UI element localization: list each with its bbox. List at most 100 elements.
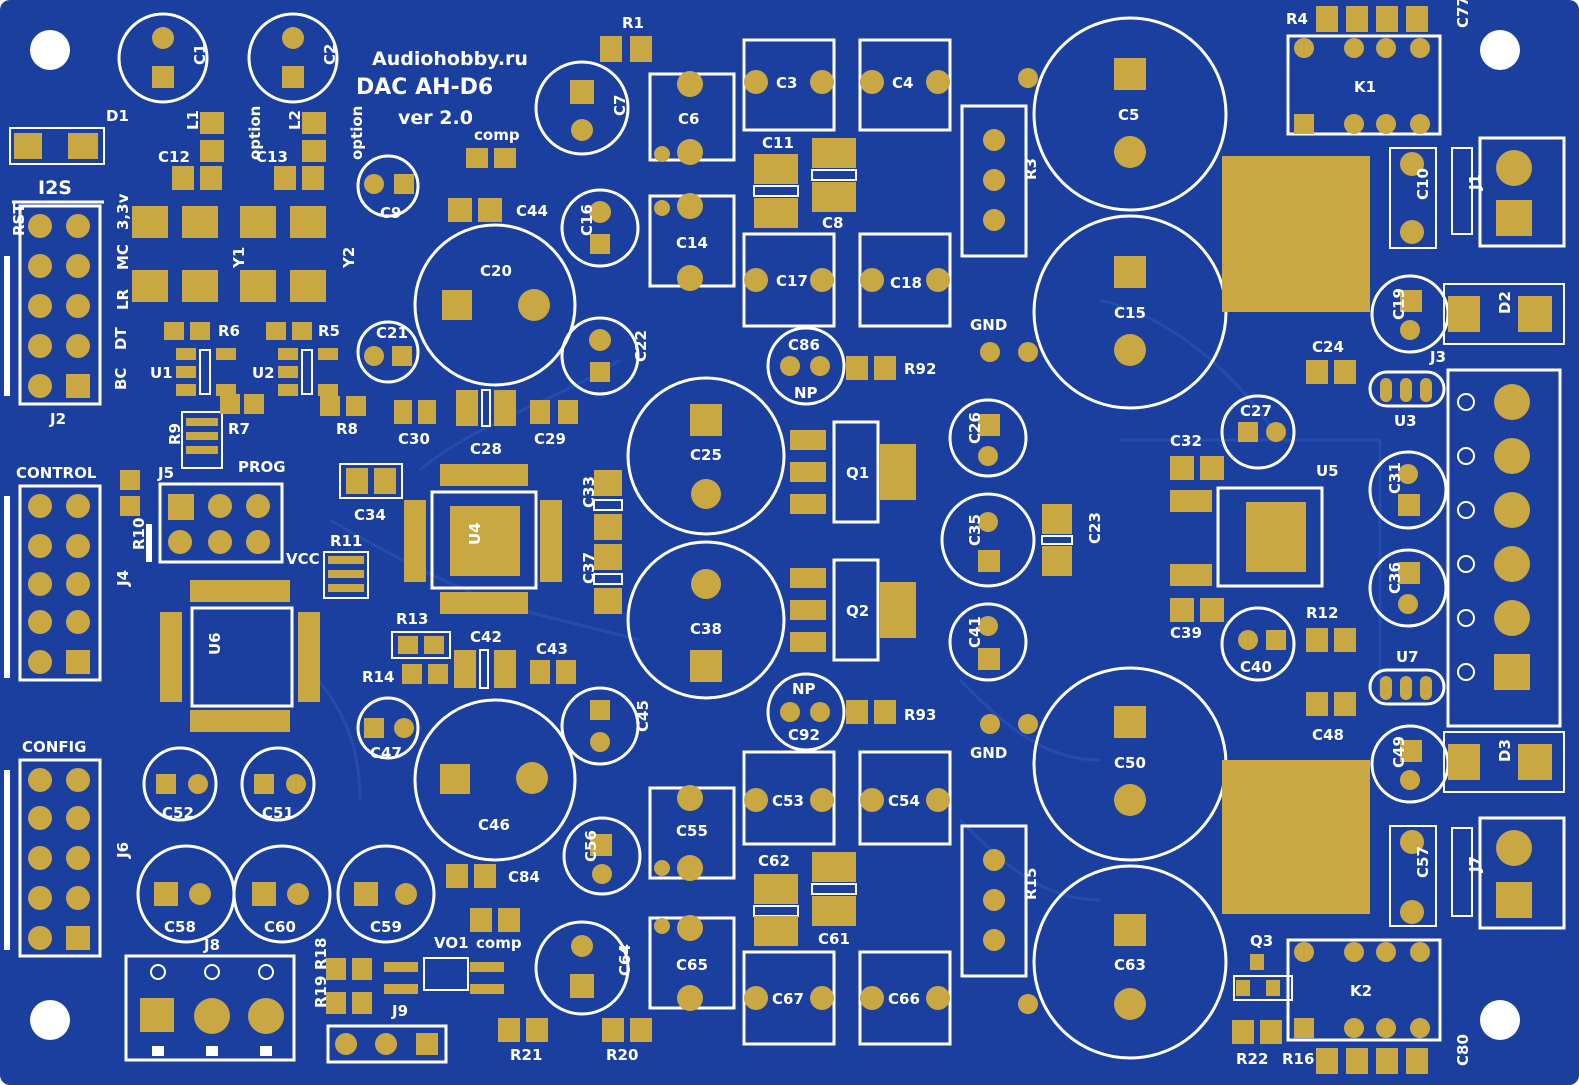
label-r18: R18 [312, 938, 330, 970]
pin-mc: MC [114, 244, 132, 270]
capacitor-c27: C27 [1220, 394, 1296, 470]
capacitor-c54: C54 [858, 750, 952, 846]
label-r19: R19 [312, 976, 330, 1008]
capacitor-c38: C38 [626, 540, 786, 700]
label-r3: R3 [1022, 158, 1040, 180]
mounting-hole-tr [1480, 30, 1520, 70]
label-j5: J5 [157, 464, 174, 482]
label-c59: C59 [370, 918, 402, 936]
capacitor-c86: C86 NP [766, 326, 846, 406]
capacitor-c9: C9 [356, 154, 420, 222]
label-c80: C80 [1454, 1034, 1472, 1066]
label-c54: C54 [888, 792, 920, 810]
ic-u4: U4 [404, 464, 562, 614]
capacitor-c31: C31 [1368, 450, 1448, 530]
label-r13: R13 [396, 610, 428, 628]
label-c66: C66 [888, 990, 920, 1008]
label-c63: C63 [1114, 956, 1146, 974]
capacitor-c19: C19 [1370, 274, 1450, 354]
label-c43: C43 [536, 640, 568, 658]
label-c29: C29 [534, 430, 566, 448]
capacitor-c17: C17 [742, 232, 836, 328]
label-y1: Y1 [230, 247, 248, 269]
label-r92: R92 [904, 360, 936, 378]
label-c58: C58 [164, 918, 196, 936]
label-q2: Q2 [846, 602, 869, 620]
label-j2: J2 [49, 410, 66, 428]
terminal-j3 [1446, 368, 1562, 728]
capacitor-c20: C20 [413, 223, 577, 387]
capacitor-c63: C63 [1032, 864, 1228, 1060]
label-j7: J7 [1466, 856, 1484, 873]
label-c45: C45 [634, 700, 652, 732]
board-brand: Audiohobby.ru [372, 48, 528, 70]
diode-d3: D3 [1443, 731, 1565, 793]
mounting-hole-br [1480, 1000, 1520, 1040]
label-r8: R8 [336, 420, 358, 438]
label-r15: R15 [1022, 868, 1040, 900]
label-d2: D2 [1496, 291, 1514, 314]
relay-k2: K2 [1286, 938, 1442, 1042]
diode-d1: D1 [9, 107, 129, 165]
label-c3: C3 [776, 74, 797, 92]
label-l2: L2 [286, 110, 304, 130]
pin-lr: LR [114, 288, 132, 310]
header-j2: J2 [18, 204, 102, 428]
label-r7: R7 [228, 420, 250, 438]
label-c30: C30 [398, 430, 430, 448]
label-r20: R20 [606, 1046, 638, 1064]
label-comp1: comp [474, 126, 520, 144]
capacitor-c16: C16 [560, 188, 640, 268]
capacitor-c26: C26 [948, 398, 1028, 478]
capacitor-c67: C67 [742, 950, 836, 1046]
label-c39: C39 [1170, 624, 1202, 642]
board-version: ver 2.0 [398, 107, 473, 129]
capacitor-c66: C66 [858, 950, 952, 1046]
capacitor-c4: C4 [858, 38, 952, 132]
terminal-j8 [124, 954, 296, 1062]
resistor-array-r11 [323, 551, 369, 599]
capacitor-c65: C65 [648, 915, 736, 1011]
capacitor-c36: C36 [1368, 548, 1448, 628]
header-config: CONFIG [22, 738, 86, 756]
label-option2: option [348, 106, 366, 160]
label-c26: C26 [966, 412, 984, 444]
label-c27: C27 [1240, 402, 1272, 420]
mounting-hole-tl [30, 30, 70, 70]
capacitor-c51: C51 [240, 746, 316, 822]
capacitor-c92: NP C92 [766, 672, 846, 752]
relay-k1: K1 [1286, 34, 1442, 136]
trimmer-r3: R3 [960, 104, 1040, 258]
label-c19: C19 [1390, 288, 1408, 320]
label-c22: C22 [632, 330, 650, 362]
label-c53: C53 [772, 792, 804, 810]
label-c6: C6 [678, 110, 699, 128]
diode-d2: D2 [1443, 283, 1565, 345]
label-u1: U1 [150, 364, 173, 382]
label-c35: C35 [966, 514, 984, 546]
label-c4: C4 [892, 74, 913, 92]
label-c56: C56 [582, 830, 600, 862]
label-c57: C57 [1414, 846, 1432, 878]
label-r9: R9 [166, 423, 184, 445]
capacitor-c49: C49 [1370, 724, 1450, 804]
header-vcc: VCC [286, 550, 320, 568]
capacitor-c41: C41 [948, 602, 1028, 682]
label-c65: C65 [676, 956, 708, 974]
label-c15: C15 [1114, 304, 1146, 322]
label-u7: U7 [1396, 648, 1419, 666]
label-c64: C64 [616, 944, 634, 976]
capacitor-c47: C47 [356, 696, 420, 762]
label-q3: Q3 [1250, 932, 1273, 950]
resistor-array-r9: R9 [166, 411, 223, 469]
label-q1: Q1 [846, 464, 869, 482]
label-gnd1: GND [970, 316, 1007, 334]
label-c52: C52 [162, 804, 194, 822]
trimmer-r15: R15 [960, 824, 1040, 978]
terminal-j7: J7 [1451, 816, 1566, 930]
label-c17: C17 [776, 272, 808, 290]
label-u2: U2 [252, 364, 275, 382]
label-c41: C41 [966, 616, 984, 648]
label-c14: C14 [676, 234, 708, 252]
label-c67: C67 [772, 990, 804, 1008]
